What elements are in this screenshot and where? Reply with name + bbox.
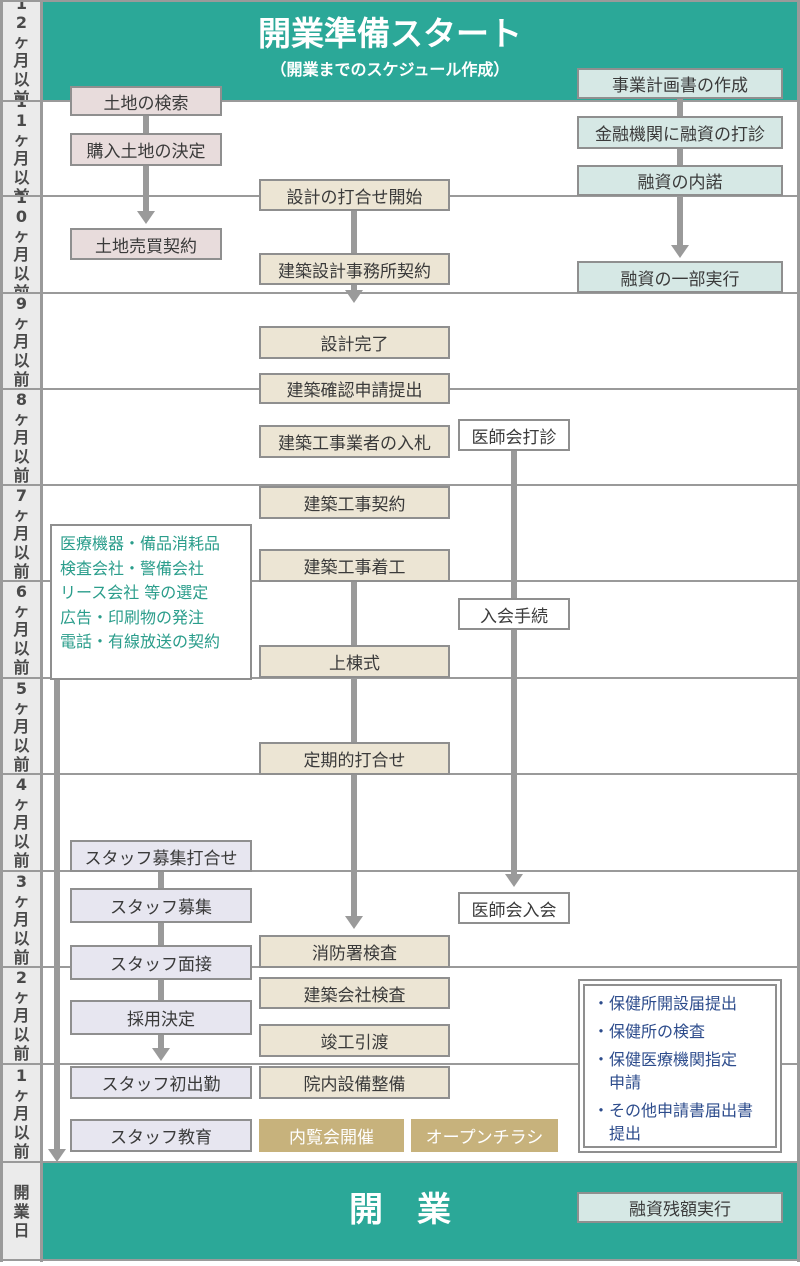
divider (0, 870, 800, 872)
frame-right (797, 0, 800, 1262)
month-label: 開業日 (3, 1163, 40, 1259)
document-item: ・その他申請書届出書 (593, 1101, 754, 1120)
document-item: ・保健所の検査 (593, 1022, 706, 1041)
document-item: 提出 (593, 1124, 642, 1143)
arrow-head (505, 874, 523, 887)
box-staff-training: スタッフ教育 (70, 1119, 252, 1152)
box-remaining-loan: 融資残額実行 (577, 1192, 783, 1223)
box-staff-hiring: 採用決定 (70, 1000, 252, 1035)
month-label: 6ヶ月以前 (3, 582, 40, 677)
box-staff-first-day: スタッフ初出勤 (70, 1066, 252, 1099)
arrow-medical-association (511, 450, 517, 875)
box-design-meeting: 設計の打合せ開始 (259, 179, 450, 211)
vendor-item: 電話・有線放送の契約 (60, 632, 221, 652)
box-handover: 竣工引渡 (259, 1024, 450, 1057)
document-checklist: ・保健所開設届提出 ・保健所の検査 ・保健医療機関指定 申請 ・その他申請書届出… (578, 979, 782, 1153)
page-title: 開業準備スタート (258, 14, 522, 53)
arrow-head (345, 916, 363, 929)
box-opening-flyer: オープンチラシ (411, 1119, 558, 1152)
box-partial-loan: 融資の一部実行 (577, 261, 783, 293)
divider (0, 1259, 800, 1261)
month-label: 2ヶ月以前 (3, 968, 40, 1063)
box-fire-inspection: 消防署検査 (259, 935, 450, 968)
opening-label: 開 業 (349, 1190, 451, 1230)
box-land-contract: 土地売買契約 (70, 228, 222, 260)
arrow-head (671, 245, 689, 258)
box-medical-association-join: 医師会入会 (458, 892, 570, 924)
box-design-complete: 設計完了 (259, 326, 450, 359)
month-label: 5ヶ月以前 (3, 679, 40, 774)
box-land-decide: 購入土地の決定 (70, 133, 222, 166)
box-staff-interview: スタッフ面接 (70, 945, 252, 980)
box-staff-recruit-meeting: スタッフ募集打合せ (70, 840, 252, 872)
month-label: 3ヶ月以前 (3, 872, 40, 967)
vendor-item: 検査会社・警備会社 (60, 558, 205, 578)
box-building-confirmation: 建築確認申請提出 (259, 373, 450, 404)
divider (0, 677, 800, 679)
arrow-head (345, 290, 363, 303)
arrow-head (137, 211, 155, 224)
divider (0, 0, 800, 2)
box-medical-association-consult: 医師会打診 (458, 419, 570, 451)
box-construction-contract: 建築工事契約 (259, 486, 450, 519)
box-medical-association-application: 入会手続 (458, 598, 570, 630)
arrow-head (48, 1149, 66, 1162)
month-label: 12ヶ月以前 (3, 0, 40, 108)
divider (0, 100, 800, 102)
month-label: 10ヶ月以前 (3, 188, 40, 302)
arrow-head (152, 1048, 170, 1061)
box-bank-consult: 金融機関に融資の打診 (577, 116, 783, 149)
month-label: 7ヶ月以前 (3, 486, 40, 581)
document-item: 申請 (593, 1073, 642, 1092)
month-label: 9ヶ月以前 (3, 294, 40, 389)
divider (0, 292, 800, 294)
arrow-design (351, 210, 357, 290)
month-label: 8ヶ月以前 (3, 390, 40, 485)
vendor-selection-box: 医療機器・備品消耗品 検査会社・警備会社 リース会社 等の選定 広告・印刷物の発… (50, 524, 252, 680)
divider (0, 1063, 800, 1065)
box-land-search: 土地の検索 (70, 86, 222, 116)
divider (0, 1161, 800, 1163)
box-contractor-bid: 建築工事業者の入札 (259, 425, 450, 458)
box-preview-event: 内覧会開催 (259, 1119, 404, 1152)
arrow-vendor (54, 680, 60, 1150)
box-staff-recruit: スタッフ募集 (70, 888, 252, 923)
box-architect-contract: 建築設計事務所契約 (259, 253, 450, 285)
box-regular-meeting: 定期的打合せ (259, 742, 450, 775)
vendor-item: 広告・印刷物の発注 (60, 607, 205, 627)
box-loan-approval: 融資の内諾 (577, 165, 783, 196)
divider (0, 484, 800, 486)
document-item: ・保健所開設届提出 (593, 994, 738, 1013)
box-facility-setup: 院内設備整備 (259, 1066, 450, 1099)
month-label: 11ヶ月以前 (3, 92, 40, 206)
box-builder-inspection: 建築会社検査 (259, 977, 450, 1009)
vendor-item: 医療機器・備品消耗品 (60, 534, 221, 553)
page-subtitle: （開業までのスケジュール作成） (270, 60, 510, 79)
document-checklist-inner: ・保健所開設届提出 ・保健所の検査 ・保健医療機関指定 申請 ・その他申請書届出… (583, 984, 777, 1148)
frame-mid (40, 0, 43, 1262)
month-label: 4ヶ月以前 (3, 775, 40, 870)
box-framework-ceremony: 上棟式 (259, 645, 450, 678)
frame-left (0, 0, 3, 1262)
box-construction-start: 建築工事着工 (259, 549, 450, 582)
month-label: 1ヶ月以前 (3, 1065, 40, 1161)
vendor-item: リース会社 等の選定 (60, 583, 209, 603)
box-business-plan: 事業計画書の作成 (577, 68, 783, 99)
document-item: ・保健医療機関指定 (593, 1050, 738, 1069)
